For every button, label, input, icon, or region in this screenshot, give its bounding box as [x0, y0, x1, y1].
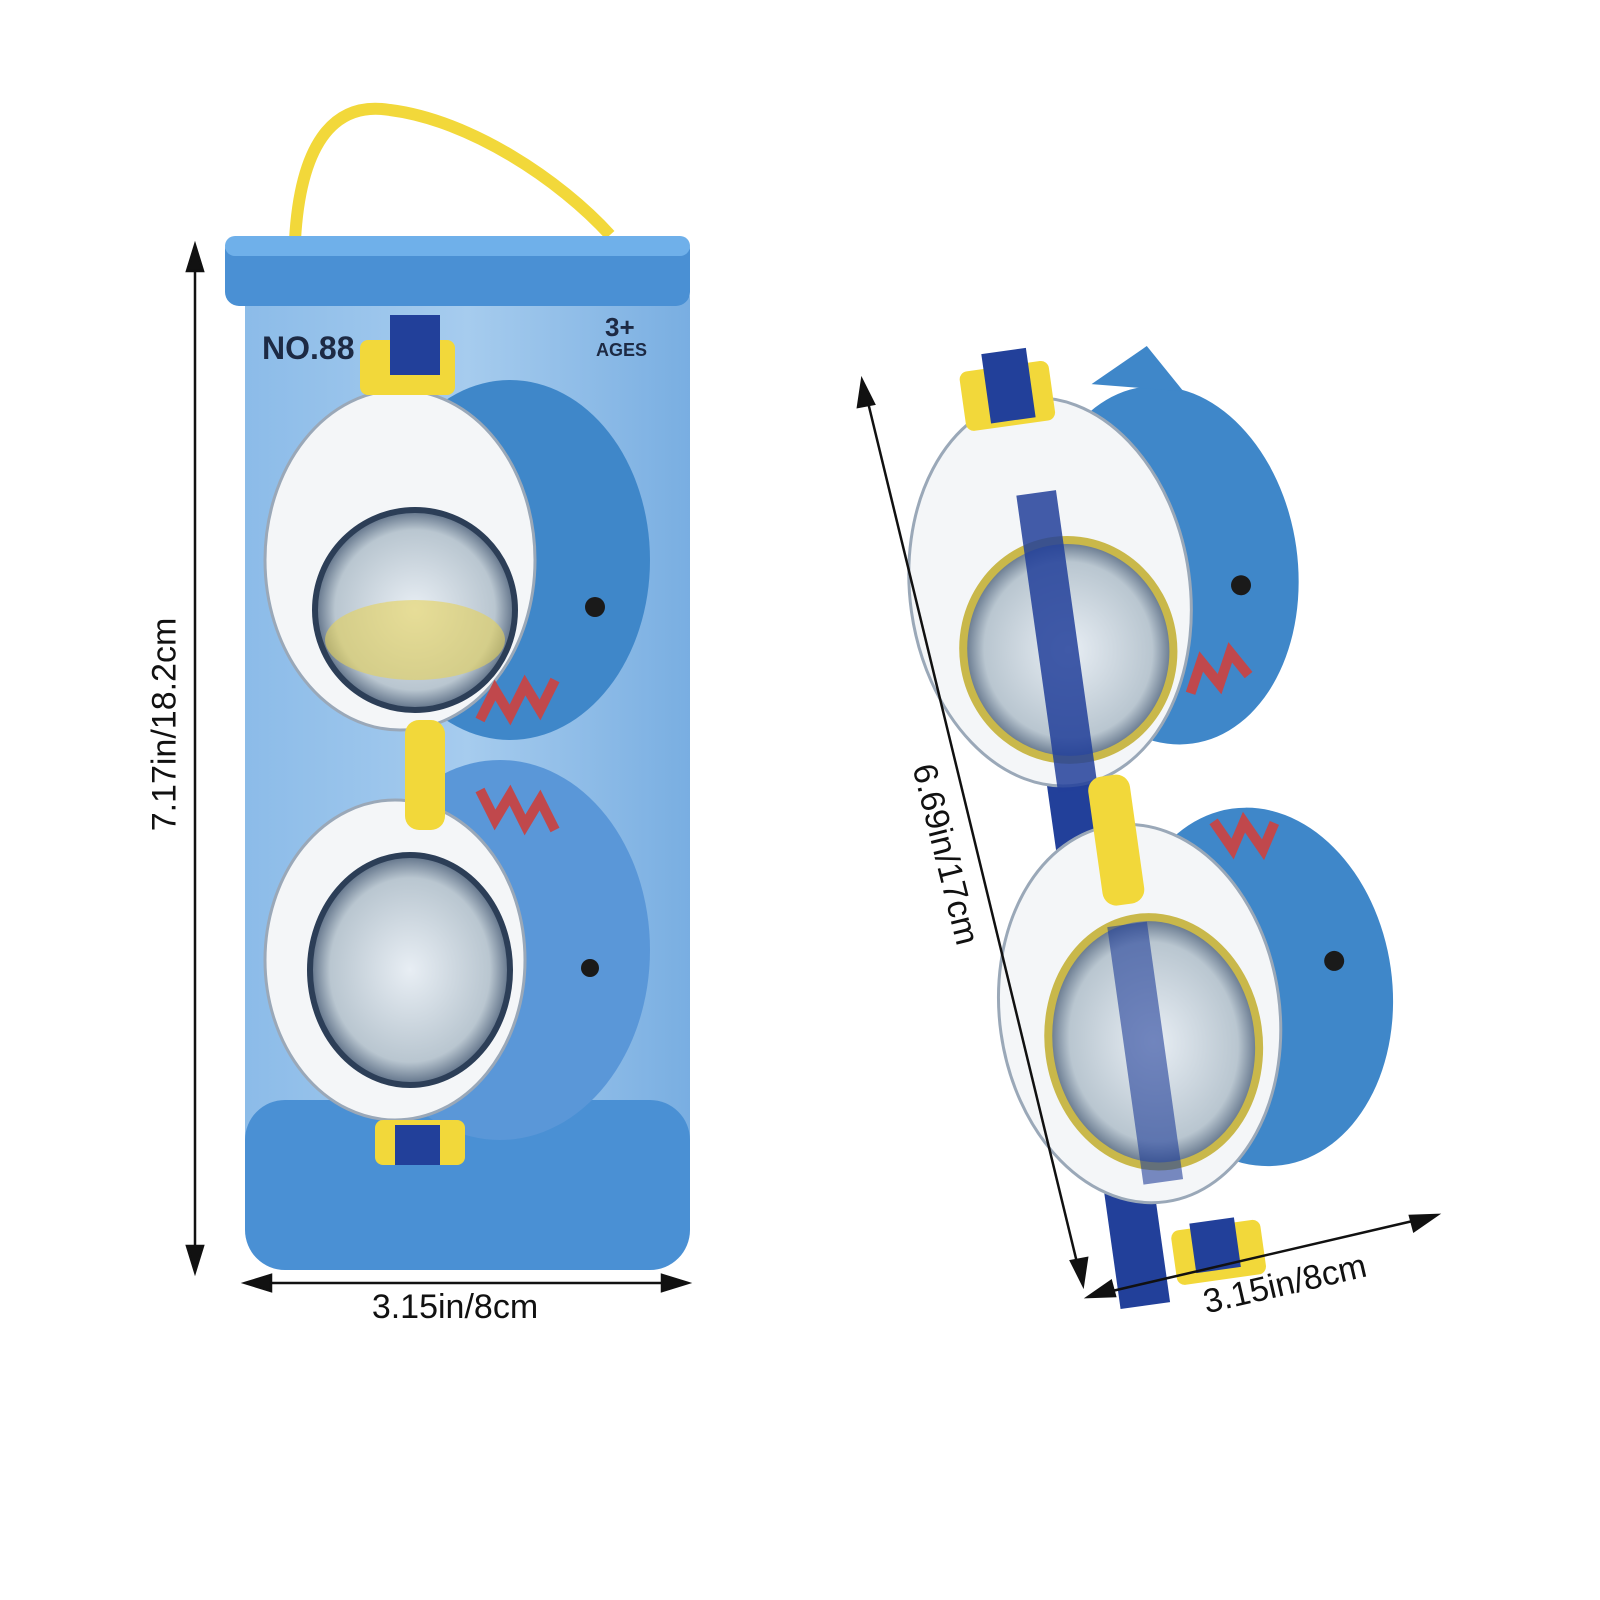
package-height-label: 7.17in/18.2cm	[145, 617, 184, 832]
model-number: NO.88	[262, 330, 355, 366]
age-rating: 3+	[605, 312, 635, 342]
rope-handle	[289, 102, 615, 241]
goggle-package	[225, 102, 690, 1270]
age-label: AGES	[596, 340, 648, 360]
goggles-product	[907, 346, 1394, 1310]
dimension-lines	[185, 240, 1442, 1299]
package-width-label: 3.15in/8cm	[371, 1288, 539, 1326]
